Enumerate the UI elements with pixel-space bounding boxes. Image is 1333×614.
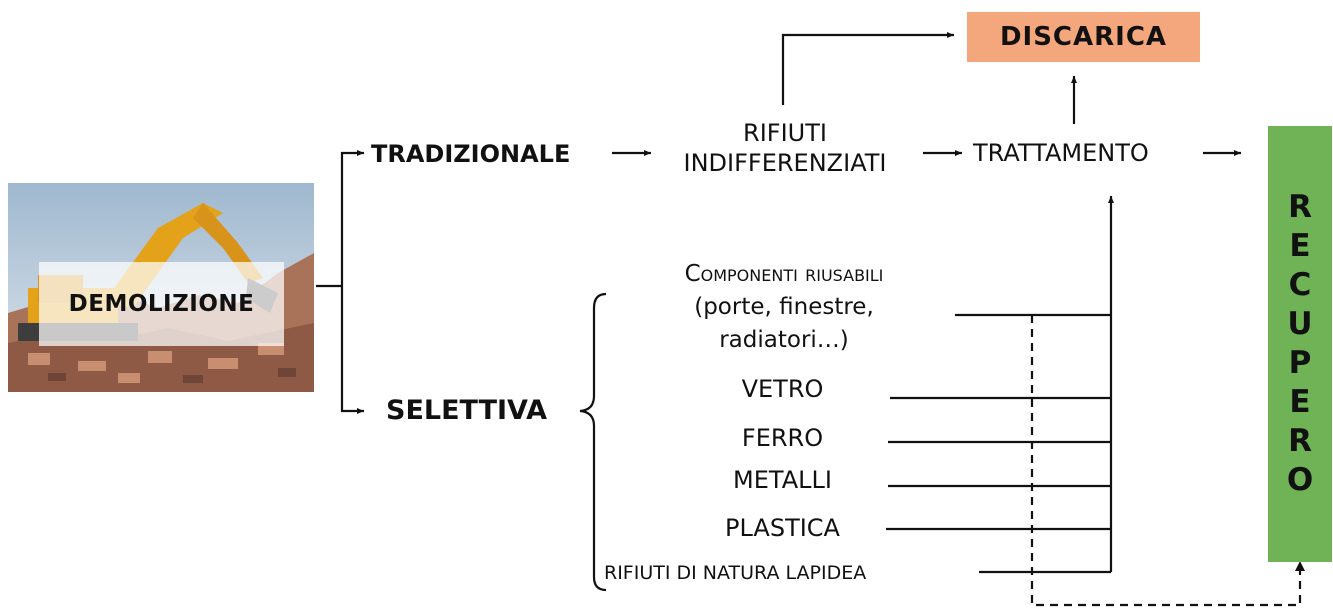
to-tradizionale-arrow	[340, 150, 364, 286]
recupero-letter: R	[1288, 423, 1312, 459]
componenti-line2: (porte, finestre,	[694, 294, 874, 320]
recupero-letter: E	[1289, 228, 1311, 264]
vetro-label: VETRO	[741, 375, 824, 403]
demolizione-label: DEMOLIZIONE	[39, 262, 284, 346]
recupero-letter: U	[1287, 306, 1313, 342]
rifiuti-line2: INDIFFERENZIATI	[683, 149, 887, 177]
trattamento-label: TRATTAMENTO	[973, 139, 1149, 167]
componenti-line1: Componenti riusabili	[684, 261, 884, 287]
tradizionale-label: TRADIZIONALE	[371, 140, 571, 168]
componenti-line3: radiatori…)	[719, 327, 849, 353]
plastica-label: PLASTICA	[725, 514, 840, 542]
rifiuti-to-discarica-arrow	[781, 32, 954, 105]
to-selettiva-arrow	[340, 286, 364, 414]
recupero-letter: O	[1286, 462, 1314, 498]
recupero-letter: E	[1289, 384, 1311, 420]
recupero-letter: P	[1288, 345, 1312, 381]
rifiuti-lapidei-label: RIFIUTI DI NATURA LAPIDEA	[604, 562, 867, 584]
rifiuti-indifferenziati-label: RIFIUTI INDIFFERENZIATI	[652, 118, 918, 178]
recupero-letter: R	[1288, 189, 1312, 225]
dashed-to-recupero	[1030, 315, 1302, 607]
metalli-label: METALLI	[733, 466, 832, 494]
recupero-box: R E C U P E R O	[1268, 126, 1332, 562]
discarica-box: DISCARICA	[967, 12, 1200, 62]
selettiva-label: SELETTIVA	[386, 395, 547, 426]
componenti-riusabili-label: Componenti riusabili (porte, finestre, r…	[614, 258, 954, 357]
ferro-label: FERRO	[741, 424, 824, 452]
recupero-letter: C	[1288, 267, 1312, 303]
rifiuti-line1: RIFIUTI	[743, 119, 827, 147]
selettiva-brace	[579, 292, 607, 592]
